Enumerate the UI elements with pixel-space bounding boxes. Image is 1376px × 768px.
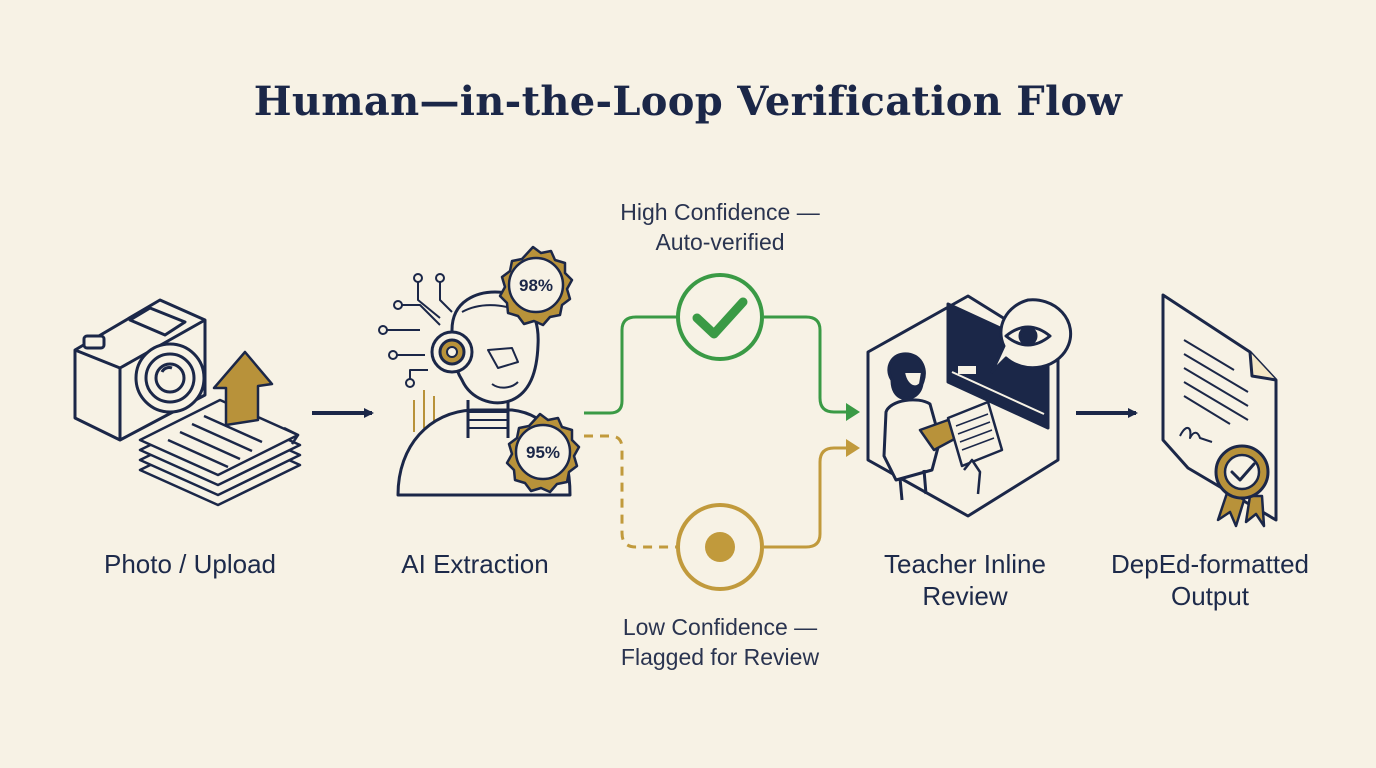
document-stack-icon	[138, 398, 302, 507]
confidence-badge-95: 95%	[505, 412, 581, 494]
step-label-teacher-review: Teacher Inline Review	[840, 548, 1090, 612]
high-confidence-branch	[584, 273, 860, 421]
camera-icon	[73, 298, 207, 442]
seal-icon	[1214, 444, 1270, 528]
check-icon	[692, 297, 748, 339]
low-confidence-line1: Low Confidence —	[622, 614, 818, 640]
step-label-deped-output: DepEd-formatted Output	[1085, 548, 1335, 612]
step-label-ai-extraction: AI Extraction	[401, 549, 549, 579]
teacher-review-line1: Teacher Inline	[884, 549, 1046, 579]
high-confidence-line2: Auto-verified	[655, 229, 785, 255]
teacher-review-line2: Review	[922, 581, 1008, 611]
deped-output-line2: Output	[1170, 581, 1250, 611]
low-confidence-line2: Flagged for Review	[620, 644, 820, 670]
certificate-icon	[1161, 293, 1278, 528]
dot-icon	[705, 532, 735, 562]
deped-output-line1: DepEd-formatted	[1111, 549, 1309, 579]
photo-upload-illustration	[73, 298, 302, 507]
low-confidence-branch	[584, 434, 860, 591]
upload-arrow-icon	[212, 350, 274, 427]
teacher-icon	[866, 294, 1073, 518]
high-confidence-label: High Confidence — Auto-verified	[570, 197, 870, 257]
page-title: Human—in-the-Loop Verification Flow	[253, 78, 1123, 125]
confidence-badge-98: 98%	[498, 245, 574, 327]
step-label-photo-upload: Photo / Upload	[103, 549, 276, 579]
high-confidence-line1: High Confidence —	[620, 199, 820, 225]
low-confidence-label: Low Confidence — Flagged for Review	[570, 612, 870, 672]
badge-98-label: 98%	[519, 276, 553, 295]
badge-95-label: 95%	[526, 443, 560, 462]
